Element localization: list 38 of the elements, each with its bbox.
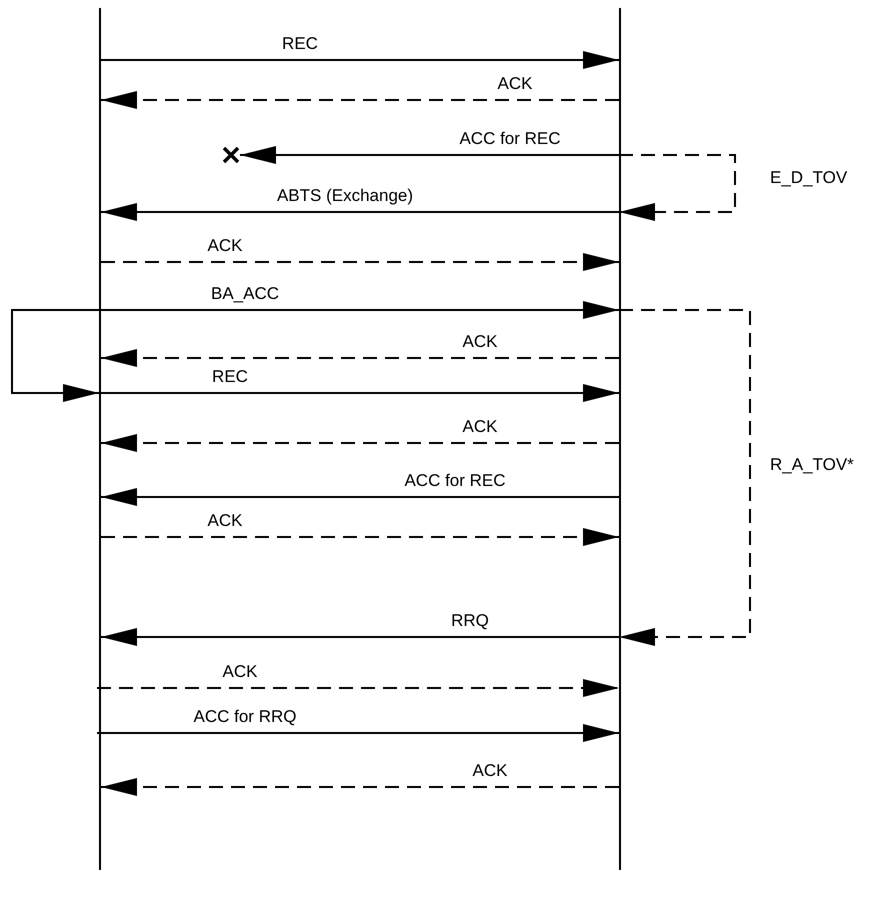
dashed-arrow (101, 349, 619, 367)
message-label: ACK (472, 761, 508, 781)
dashed-arrow (101, 434, 619, 452)
message-label: ACK (208, 236, 242, 256)
message-label: ACK (498, 74, 532, 94)
message-label: ACK (208, 511, 242, 531)
message-label: RRQ (451, 611, 489, 631)
cross-mark (222, 146, 240, 164)
lifeline (619, 8, 621, 870)
message-label: ACC for REC (404, 471, 506, 491)
timer-label: E_D_TOV (770, 168, 848, 188)
message-label: REC (212, 367, 248, 387)
dashed-arrow (97, 679, 619, 697)
arrow (101, 301, 619, 319)
arrow (240, 146, 619, 164)
arrow (101, 203, 619, 221)
arrow (97, 724, 619, 742)
message-label: BA_ACC (210, 284, 280, 304)
message-label: ACK (462, 417, 498, 437)
dashed-arrow (101, 778, 619, 796)
dashed-arrow (101, 91, 619, 109)
dashed-arrow (101, 528, 619, 546)
arrow (101, 488, 619, 506)
timer-arrow (619, 154, 736, 221)
message-label: ACC for REC (459, 129, 561, 149)
message-label: ACK (222, 662, 258, 682)
loop-arrow (11, 309, 99, 402)
message-label: ABTS (Exchange) (276, 186, 414, 206)
arrow (101, 628, 619, 646)
timer-label: R_A_TOV* (770, 455, 854, 475)
dashed-arrow (101, 253, 619, 271)
message-label: ACK (462, 332, 498, 352)
timer-arrow (619, 309, 751, 646)
arrow (101, 51, 619, 69)
lifeline (99, 8, 101, 870)
message-label: ACC for RRQ (194, 707, 296, 727)
message-label: REC (282, 34, 318, 54)
arrow (101, 384, 619, 402)
